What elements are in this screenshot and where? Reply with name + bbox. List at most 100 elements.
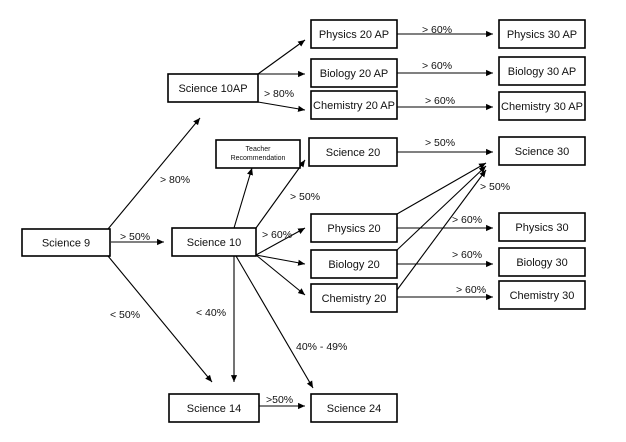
edges-layer: > 80% > 50% < 50% > 80% > 50% > 60% < 40% 40% -… [107, 24, 510, 410]
edge-science9-to-science10: > 50% [111, 231, 164, 246]
course-box-border [310, 90, 398, 120]
edge-chemistry20ap-to-chemistry30ap: > 60% [397, 95, 493, 111]
edge-label: > 60% [452, 249, 482, 261]
edge-biology20ap-to-biology30ap: > 60% [397, 60, 493, 77]
course-box-label: Science 30 [515, 146, 569, 158]
edge-arrow [255, 254, 306, 266]
course-box-physics30: Physics 30 [498, 212, 586, 242]
edge-arrow [107, 117, 201, 230]
edge-biology20-to-science30 [396, 165, 487, 251]
course-box-label: Chemistry 20 AP [313, 100, 395, 112]
course-box-label: Chemistry 20 [322, 293, 387, 305]
edge-arrow [257, 39, 306, 75]
edge-label: > 60% [452, 214, 482, 226]
course-box-border [498, 247, 586, 277]
edge-arrow [255, 254, 306, 296]
edge-science9-to-science10ap: > 80% [107, 117, 201, 230]
course-box-physics20ap: Physics 20 AP [310, 19, 398, 49]
course-box-chemistry30: Chemistry 30 [498, 280, 586, 310]
course-box-border [498, 136, 586, 166]
edge-biology20-to-biology30: > 60% [397, 249, 493, 268]
edge-chemistry20-to-science30 [396, 169, 487, 291]
course-box-border [171, 227, 257, 257]
course-box-label: Science 20 [326, 147, 380, 159]
edge-science10-to-chemistry20 [255, 254, 306, 296]
edge-arrow [396, 165, 487, 251]
edge-label: > 50% [120, 231, 150, 243]
course-box-science9: Science 9 [21, 228, 111, 257]
edge-chemistry20-to-chemistry30: > 60% [397, 284, 493, 301]
course-box-border [168, 393, 260, 423]
course-box-physics30ap: Physics 30 AP [498, 19, 586, 49]
edge-arrow [235, 255, 314, 389]
edge-science10-to-science14: < 40% [196, 256, 238, 382]
course-box-border [310, 58, 398, 88]
course-box-border [167, 73, 259, 103]
edge-science10ap-to-chemistry20ap: > 80% [257, 88, 306, 112]
edge-science10-to-science24: 40% - 49% [235, 255, 347, 389]
course-box-border [21, 228, 111, 257]
course-box-science10ap: Science 10AP [167, 73, 259, 103]
edge-label: > 50% [425, 137, 455, 149]
edge-label: > 80% [264, 88, 294, 100]
course-box-label: Physics 20 AP [319, 29, 389, 41]
edge-arrow [255, 227, 306, 256]
course-box-border [498, 212, 586, 242]
edge-science9-to-science14: < 50% [107, 255, 213, 383]
course-box-science24: Science 24 [310, 393, 398, 423]
course-box-label: Physics 30 AP [507, 29, 577, 41]
edge-science10-to-science20: > 50% [255, 159, 320, 229]
course-box-label: Chemistry 30 [510, 290, 575, 302]
course-box-border [215, 139, 301, 169]
edge-physics20ap-to-physics30ap: > 60% [397, 24, 493, 38]
course-box-chemistry20: Chemistry 20 [310, 283, 398, 313]
edge-label: > 50% [480, 181, 510, 193]
course-box-label: Physics 30 [515, 222, 568, 234]
course-box-border [308, 137, 398, 167]
course-box-biology30: Biology 30 [498, 247, 586, 277]
edge-arrow [233, 167, 253, 229]
course-box-science10: Science 10 [171, 227, 257, 257]
edge-arrow [396, 162, 487, 215]
edge-label: > 60% [422, 60, 452, 72]
edge-label: >50% [266, 394, 293, 406]
nodes-layer: Science 9 Science 10AP Science 10 Science 1… [21, 19, 586, 423]
course-box-border [498, 280, 586, 310]
course-box-label: Science 10AP [178, 83, 247, 95]
course-box-science30: Science 30 [498, 136, 586, 166]
edge-label: 40% - 49% [296, 341, 347, 353]
edge-science10-to-teacher [233, 167, 253, 229]
course-box-label: Biology 20 [328, 259, 379, 271]
edge-label: > 80% [160, 174, 190, 186]
course-box-label: Science 10 [187, 237, 241, 249]
edge-science10ap-to-physics20ap [257, 39, 306, 75]
course-box-biology20ap: Biology 20 AP [310, 58, 398, 88]
edge-physics20-to-science30: > 50% [396, 162, 510, 215]
edge-label: > 60% [262, 229, 292, 241]
course-box-physics20: Physics 20 [310, 213, 398, 243]
course-box-label: Biology 30 AP [508, 66, 577, 78]
course-box-label: Chemistry 30 AP [501, 101, 583, 113]
edge-label: > 50% [290, 191, 320, 203]
edge-label: > 60% [422, 24, 452, 36]
course-box-border [310, 283, 398, 313]
edge-arrow [257, 101, 306, 112]
course-box-science20: Science 20 [308, 137, 398, 167]
course-box-border [310, 249, 398, 279]
edge-arrow [396, 169, 487, 291]
course-box-biology20: Biology 20 [310, 249, 398, 279]
course-box-border [498, 56, 586, 86]
course-box-label: Science 24 [327, 403, 381, 415]
course-box-border [498, 19, 586, 49]
edge-label: > 60% [456, 284, 486, 296]
edge-arrow [255, 159, 306, 229]
edge-science14-to-science24: >50% [259, 394, 305, 410]
edge-label: < 40% [196, 307, 226, 319]
course-box-border [310, 19, 398, 49]
course-box-border [310, 213, 398, 243]
edge-physics20-to-physics30: > 60% [397, 214, 493, 232]
course-box-label: Science 14 [187, 403, 241, 415]
